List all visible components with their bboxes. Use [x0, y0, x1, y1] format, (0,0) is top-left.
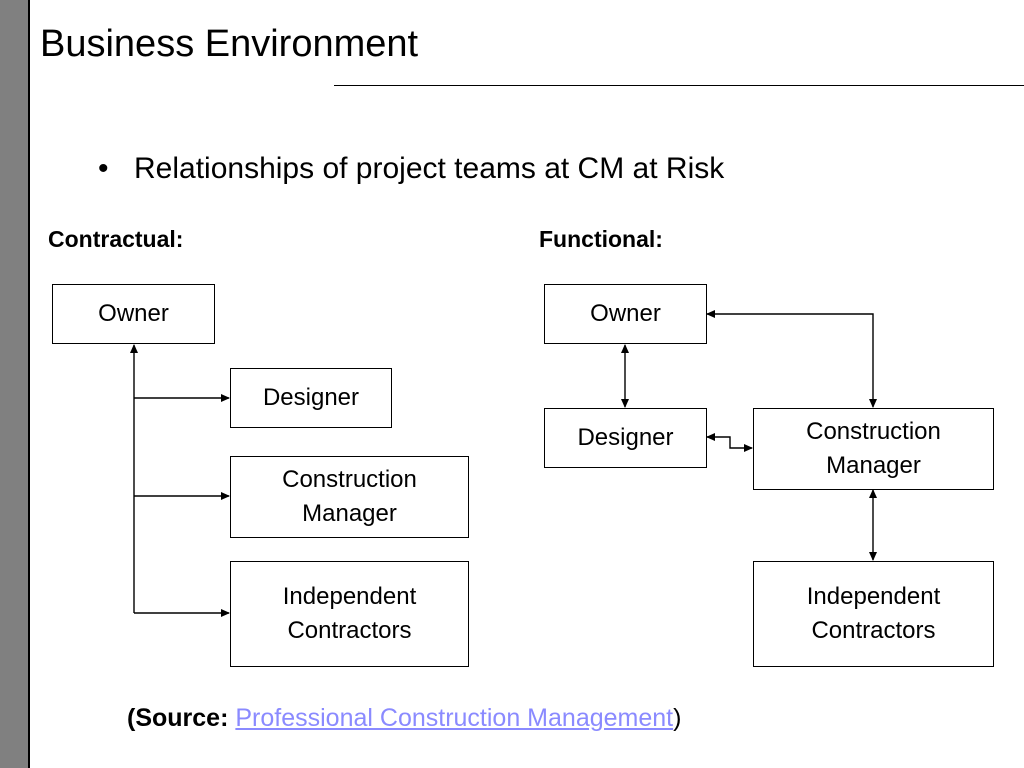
contractual-heading: Contractual:: [48, 226, 184, 252]
source-link[interactable]: Professional Construction Management: [235, 704, 674, 732]
functional-designer-box: Designer: [544, 408, 707, 468]
functional-link-owner-construction-manager: [706, 310, 877, 408]
title-underline: [334, 85, 1024, 86]
functional-construction-manager-label: Construction Manager: [806, 418, 941, 479]
source-close-paren: ): [673, 704, 682, 732]
contractual-owner-box: Owner: [52, 284, 215, 344]
functional-owner-label: Owner: [590, 300, 661, 327]
source-label: Source:: [135, 704, 229, 732]
contractual-owner-label: Owner: [98, 300, 169, 327]
bullet-item: • Relationships of project teams at CM at…: [98, 150, 724, 188]
source-citation: (Source: Professional Construction Manag…: [127, 702, 681, 734]
contractual-designer-box: Designer: [230, 368, 392, 428]
source-open-paren: (: [127, 704, 136, 732]
contractual-construction-manager-box: Construction Manager: [230, 456, 469, 538]
contractual-construction-manager-label: Construction Manager: [282, 466, 417, 527]
functional-independent-contractors-label: Independent Contractors: [806, 583, 941, 644]
bullet-marker: •: [98, 152, 109, 185]
slide-title: Business Environment: [40, 23, 419, 65]
functional-owner-box: Owner: [544, 284, 707, 344]
slide-side-bar: [0, 0, 30, 768]
functional-link-designer-construction-manager: [706, 433, 753, 452]
functional-independent-contractors-box: Independent Contractors: [753, 561, 994, 667]
functional-designer-label: Designer: [577, 424, 674, 451]
functional-construction-manager-box: Construction Manager: [753, 408, 994, 490]
functional-heading: Functional:: [539, 226, 663, 252]
contractual-independent-contractors-box: Independent Contractors: [230, 561, 469, 667]
bullet-text: Relationships of project teams at CM at …: [134, 152, 725, 185]
contractual-designer-label: Designer: [262, 384, 360, 411]
contractual-independent-contractors-label: Independent Contractors: [282, 583, 417, 644]
